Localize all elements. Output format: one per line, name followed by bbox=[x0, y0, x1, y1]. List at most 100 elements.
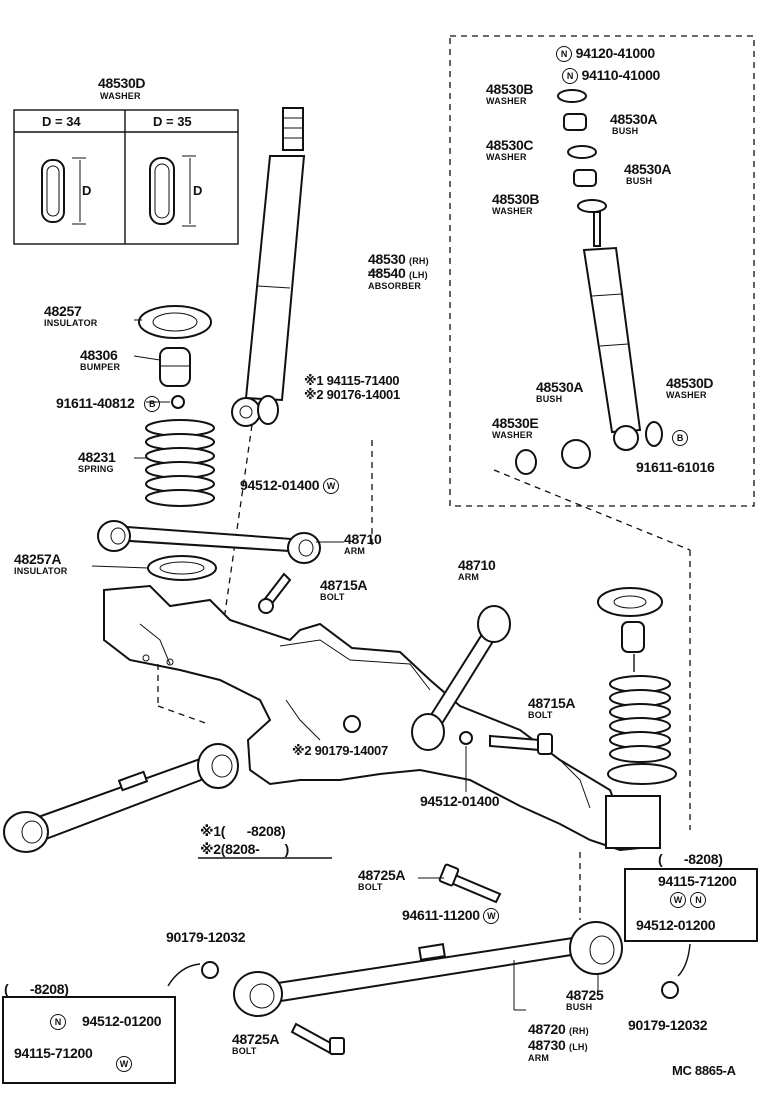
box-left-part-2: 94115-71200 bbox=[14, 1045, 93, 1061]
label-48710-2: 48710 bbox=[458, 557, 496, 573]
part-number: 94110-41000 bbox=[581, 67, 661, 83]
label-48530c: 48530C bbox=[486, 137, 534, 153]
legend-note-2: ※2(8208- ) bbox=[200, 841, 289, 857]
label-48530d-2: 48530D bbox=[666, 375, 714, 391]
label-90179-12032-2: 90179-12032 bbox=[628, 1017, 708, 1033]
w-symbol-icon: W bbox=[670, 892, 686, 908]
part-number: 94512-01400 bbox=[240, 477, 320, 493]
label-94512-01400-a: 94512-01400 W bbox=[240, 477, 339, 495]
label-48257a: 48257A bbox=[14, 551, 62, 567]
label-91611-61016-num: 91611-61016 bbox=[636, 459, 715, 475]
label-arm-720: ARM bbox=[528, 1053, 550, 1063]
label-48530a-3: 48530A bbox=[536, 379, 584, 395]
box-left bbox=[2, 996, 176, 1084]
label-note-1: ※1 94115-71400 bbox=[304, 373, 400, 388]
shock-absorber-left bbox=[231, 107, 306, 427]
lower-arm-48720 bbox=[233, 921, 623, 1017]
label-48540-lh: 48540 (LH) bbox=[368, 266, 428, 280]
label-insulator: INSULATOR bbox=[44, 318, 98, 328]
label-48725: 48725 bbox=[566, 987, 604, 1003]
side-rh: (RH) bbox=[569, 1026, 589, 1036]
part-number: 48530 bbox=[368, 251, 406, 267]
side-lh: (LH) bbox=[569, 1042, 588, 1052]
table-header-d34: D = 34 bbox=[42, 114, 81, 129]
label-washer-b-2: WASHER bbox=[492, 206, 533, 216]
n-symbol-icon: N bbox=[556, 46, 572, 63]
axle-housing bbox=[103, 584, 661, 852]
n-symbol-icon: N bbox=[50, 1014, 66, 1030]
insulator-48257a bbox=[147, 555, 217, 581]
label-bolt-725a-1: BOLT bbox=[358, 882, 383, 892]
part-number: 48730 bbox=[528, 1037, 566, 1053]
box-right-symbols: W N bbox=[670, 892, 707, 908]
box-left-w: W bbox=[116, 1056, 132, 1072]
dim-label-d-1: D bbox=[82, 183, 92, 198]
label-94611-11200: 94611-11200 W bbox=[402, 907, 500, 925]
part-number: 94120-41000 bbox=[575, 45, 656, 61]
label-note-2: ※2 90176-14001 bbox=[304, 387, 400, 402]
diagram-code: MC 8865-A bbox=[672, 1063, 736, 1078]
label-48306: 48306 bbox=[80, 347, 118, 363]
box-right-part-2: 94512-01200 bbox=[636, 917, 716, 933]
label-bush-1: BUSH bbox=[612, 126, 639, 136]
upper-arm-48710-right bbox=[411, 605, 511, 751]
label-48530b-1: 48530B bbox=[486, 81, 534, 97]
box-right-header: ( -8208) bbox=[658, 851, 723, 867]
label-48530e: 48530E bbox=[492, 415, 539, 431]
part-number: 48540 bbox=[368, 265, 406, 281]
box-right bbox=[624, 868, 758, 942]
label-bush-725: BUSH bbox=[566, 1002, 593, 1012]
label-n-nut-2: N 94110-41000 bbox=[562, 67, 661, 85]
label-bumper: BUMPER bbox=[80, 362, 121, 372]
w-symbol-icon: W bbox=[116, 1056, 132, 1072]
part-number: 48720 bbox=[528, 1021, 566, 1037]
label-bolt-1: BOLT bbox=[320, 592, 345, 602]
table-header-d35: D = 35 bbox=[153, 114, 192, 129]
label-48730-lh: 48730 (LH) bbox=[528, 1038, 588, 1052]
label-n-nut-1: N 94120-41000 bbox=[556, 45, 656, 63]
label-48530d-top: 48530D bbox=[98, 75, 146, 91]
insulator-48257 bbox=[138, 305, 212, 339]
lower-arm-left bbox=[3, 743, 239, 853]
label-48530a-1: 48530A bbox=[610, 111, 658, 127]
label-48725a-1: 48725A bbox=[358, 867, 406, 883]
b-symbol-icon: B bbox=[144, 396, 161, 413]
b-symbol-icon: B bbox=[672, 430, 688, 447]
label-48725a-2: 48725A bbox=[232, 1031, 280, 1047]
dim-label-d-2: D bbox=[193, 183, 203, 198]
label-bolt-725a-2: BOLT bbox=[232, 1046, 257, 1056]
n-symbol-icon: N bbox=[562, 68, 578, 85]
label-bush-3: BUSH bbox=[536, 394, 563, 404]
label-washer-top: WASHER bbox=[100, 91, 141, 101]
label-washer-d-2: WASHER bbox=[666, 390, 707, 400]
label-48715a-2: 48715A bbox=[528, 695, 576, 711]
part-number: 94611-11200 bbox=[402, 907, 480, 923]
legend-note-1: ※1( -8208) bbox=[200, 823, 286, 839]
w-symbol-icon: W bbox=[483, 908, 500, 925]
label-48530b-2: 48530B bbox=[492, 191, 540, 207]
label-91611-61016: B bbox=[636, 430, 688, 447]
label-94512-01400-b: 94512-01400 bbox=[420, 793, 500, 809]
label-90179-12032-1: 90179-12032 bbox=[166, 929, 246, 945]
coil-spring-48231 bbox=[145, 419, 215, 507]
label-spring: SPRING bbox=[78, 464, 114, 474]
w-symbol-icon: W bbox=[322, 478, 339, 495]
n-symbol-icon: N bbox=[690, 892, 707, 908]
label-48231: 48231 bbox=[78, 449, 116, 465]
label-48720-rh: 48720 (RH) bbox=[528, 1022, 589, 1036]
label-48715a-1: 48715A bbox=[320, 577, 368, 593]
box-left-part-1: 94512-01200 bbox=[82, 1013, 162, 1029]
label-48710-1: 48710 bbox=[344, 531, 382, 547]
label-91611-40812: 91611-40812 B bbox=[56, 395, 161, 413]
label-washer-b-1: WASHER bbox=[486, 96, 527, 106]
inset-dashed-box bbox=[449, 35, 755, 507]
part-number: 91611-40812 bbox=[56, 395, 135, 411]
label-washer-e: WASHER bbox=[492, 430, 533, 440]
coil-spring-right bbox=[597, 587, 677, 785]
shock-absorber-inset bbox=[515, 89, 663, 475]
side-rh: (RH) bbox=[409, 256, 429, 266]
box-left-n: N bbox=[50, 1014, 66, 1030]
box-right-part-1: 94115-71200 bbox=[658, 873, 737, 889]
